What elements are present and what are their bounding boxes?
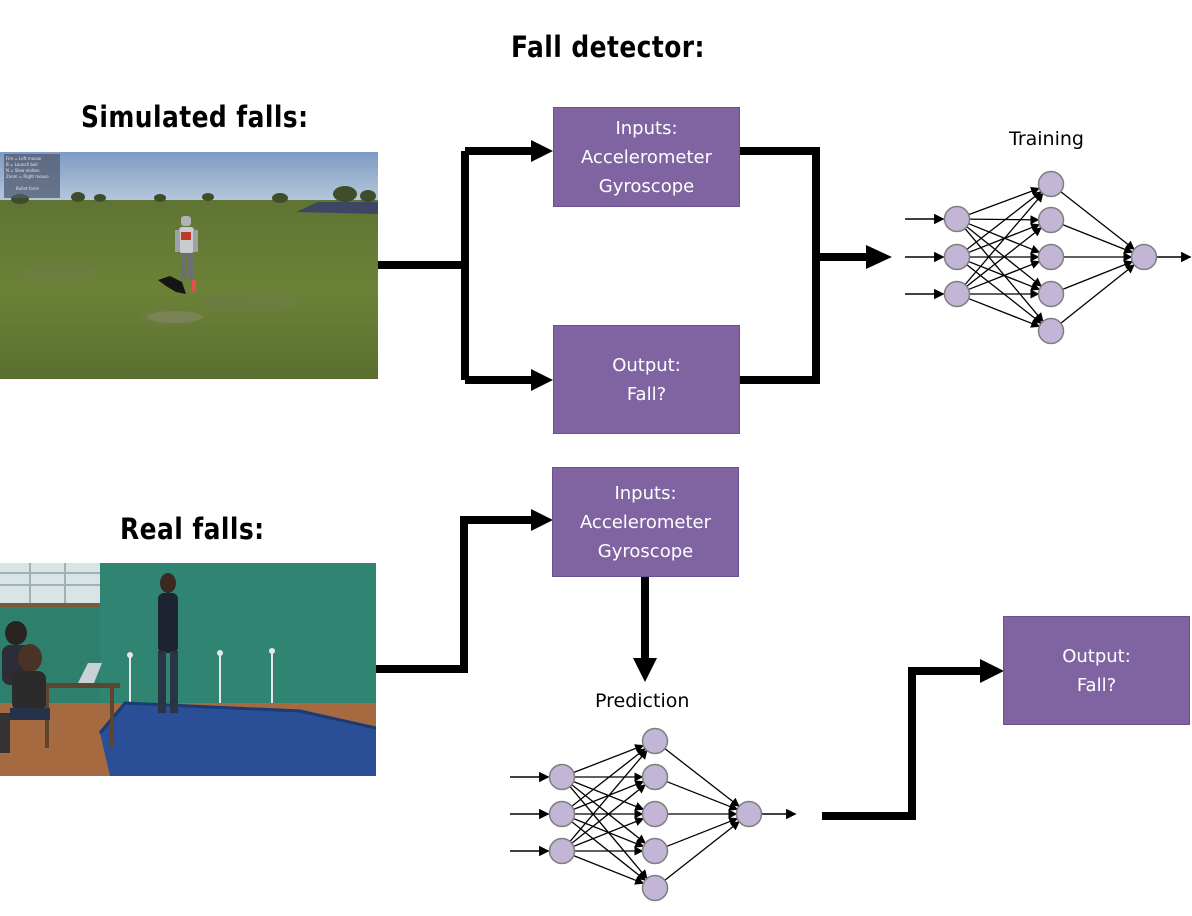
box-line: Fall? [1076, 674, 1117, 696]
neuron-node [641, 800, 669, 828]
synapse-line [666, 817, 739, 848]
neuron-node [1037, 280, 1065, 308]
overlay-line: B = Launch ball [6, 162, 38, 167]
synapse-line [664, 748, 740, 807]
box-line: Inputs: [615, 117, 678, 139]
arrow-head-icon [531, 509, 553, 531]
prediction-network-diagram [510, 727, 797, 902]
training-output-box: Output: Fall? [553, 325, 740, 434]
training-label: Training [1009, 128, 1084, 150]
prediction-label: Prediction [595, 690, 690, 712]
overlay-line: Fire = Left mouse [6, 156, 42, 161]
box-line: Inputs: [614, 482, 677, 504]
box-line: Accelerometer [579, 511, 712, 533]
simulated-falls-image: Fire = Left mouse B = Launch ball N = Sl… [0, 152, 378, 379]
neuron-node [1037, 170, 1065, 198]
synapse-line [666, 780, 739, 811]
synapse-line [571, 748, 646, 807]
synapse-line [969, 215, 1040, 225]
arrow-head-icon [531, 369, 553, 391]
synapse-line [1060, 191, 1135, 250]
neuron-node [548, 837, 576, 865]
box-line: Accelerometer [580, 146, 713, 168]
neuron-node [641, 727, 669, 755]
neuron-node [641, 874, 669, 902]
training-inputs-box: Inputs: Accelerometer Gyroscope [553, 107, 740, 207]
simulated-fall-scene-icon [0, 152, 378, 379]
synapse-line [569, 749, 648, 842]
synapse-line [966, 191, 1042, 250]
box-line: Gyroscope [597, 540, 694, 562]
box-line: Output: [1062, 645, 1131, 667]
diagram-title: Fall detector: [511, 30, 705, 64]
connector-line [376, 516, 533, 673]
connector-line [740, 147, 820, 384]
neuron-node [1037, 317, 1065, 345]
synapse-line [968, 260, 1041, 291]
synapse-line [571, 784, 646, 844]
neuron-node [641, 763, 669, 791]
synapse-line [664, 821, 740, 881]
neuron-node [943, 205, 971, 233]
synapse-line [1062, 260, 1134, 290]
real-fall-scene-icon [0, 563, 376, 776]
prediction-output-box: Output: Fall? [1003, 616, 1190, 725]
neuron-node [1037, 243, 1065, 271]
box-line: Output: [612, 354, 681, 376]
connector-line [822, 667, 982, 820]
synapse-line [964, 192, 1044, 285]
neuron-node [1130, 243, 1158, 271]
simulated-falls-heading: Simulated falls: [81, 100, 309, 134]
synapse-line [573, 744, 645, 774]
neuron-node [943, 280, 971, 308]
synapse-line [968, 297, 1041, 328]
box-line: Gyroscope [598, 175, 695, 197]
neuron-node [548, 800, 576, 828]
synapse-line [1062, 224, 1134, 254]
synapse-line [1060, 264, 1135, 324]
overlay-line: Zoom = Right mouse [6, 174, 49, 179]
neuron-node [735, 800, 763, 828]
training-network-diagram [905, 170, 1192, 345]
arrow-head-icon [633, 658, 657, 682]
neuron-node [943, 243, 971, 271]
box-line: Fall? [626, 383, 667, 405]
overlay-line: N = Slow motion [6, 168, 40, 173]
arrow-head-icon [980, 659, 1004, 683]
real-falls-heading: Real falls: [120, 512, 265, 546]
simulation-controls-overlay: Fire = Left mouse B = Launch ball N = Sl… [4, 154, 60, 198]
synapse-line [968, 186, 1041, 216]
neuron-node [641, 837, 669, 865]
synapse-line [573, 817, 645, 847]
prediction-inputs-box: Inputs: Accelerometer Gyroscope [552, 467, 739, 577]
real-falls-image [0, 563, 376, 776]
neuron-node [548, 763, 576, 791]
synapse-line [573, 855, 645, 885]
synapse-line [966, 227, 1042, 287]
overlay-line: Bullet force [16, 186, 39, 191]
neuron-node [1037, 206, 1065, 234]
arrow-head-icon [866, 245, 892, 269]
arrow-head-icon [531, 140, 553, 162]
